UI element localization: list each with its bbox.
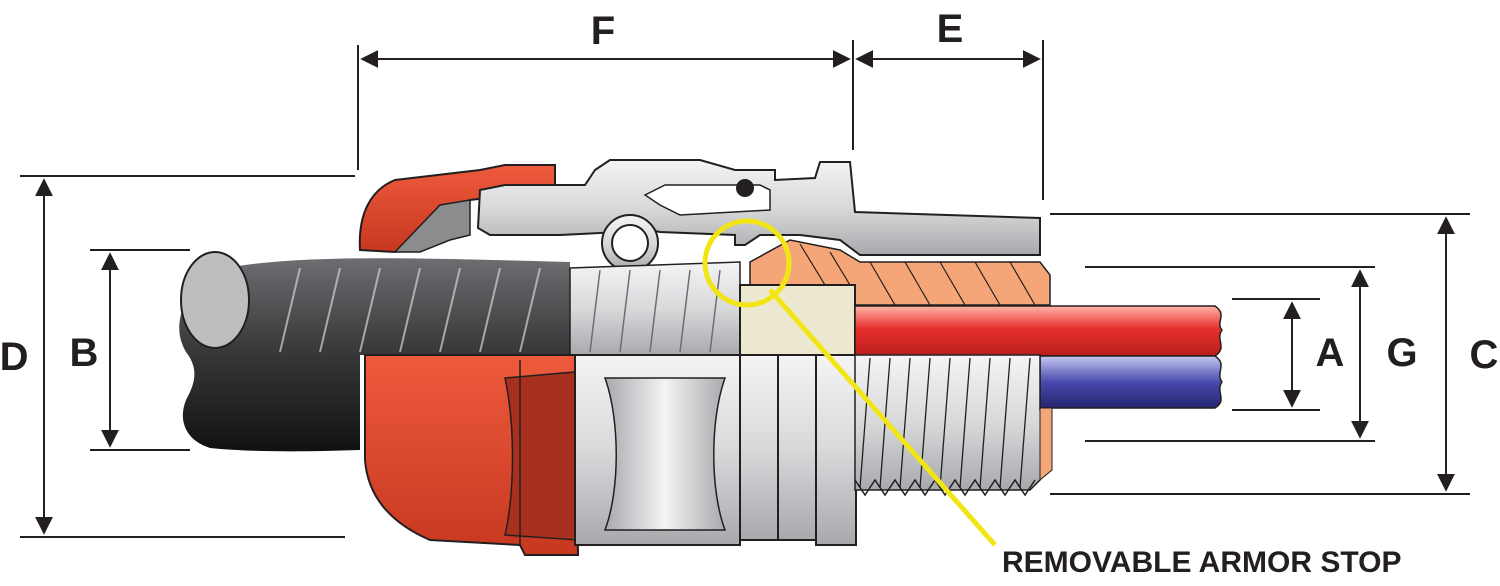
dimension-f-label: F — [591, 9, 615, 53]
blue-conductor — [1039, 355, 1223, 409]
dimension-b-label: B — [70, 331, 99, 375]
outer-sealing-nut — [364, 354, 580, 556]
armor-stop-callout: REMOVABLE ARMOR STOP — [702, 218, 1401, 579]
gland-body-top — [476, 159, 1041, 272]
armor-spiral-lines — [279, 267, 541, 353]
dimension-e-label: E — [937, 7, 964, 51]
cable-end-face — [180, 251, 250, 349]
conductors — [854, 305, 1223, 409]
dimension-lines — [20, 40, 1470, 538]
callout-leader-line — [768, 288, 997, 547]
gland-body-lower — [574, 354, 857, 546]
armor-stop-insert — [739, 284, 856, 356]
callout-highlight-circle — [702, 218, 792, 308]
callout-label: REMOVABLE ARMOR STOP — [1002, 546, 1401, 579]
copper-sealing-ring — [749, 239, 1051, 306]
dimension-a-label: A — [1316, 331, 1345, 375]
dimension-d-label: D — [0, 335, 28, 379]
red-conductor — [854, 305, 1223, 357]
o-ring — [736, 179, 754, 197]
dimension-c-label: C — [1470, 333, 1499, 377]
threaded-entry — [854, 354, 1053, 497]
grounding-cone — [569, 261, 741, 356]
dimension-g-label: G — [1386, 331, 1417, 375]
